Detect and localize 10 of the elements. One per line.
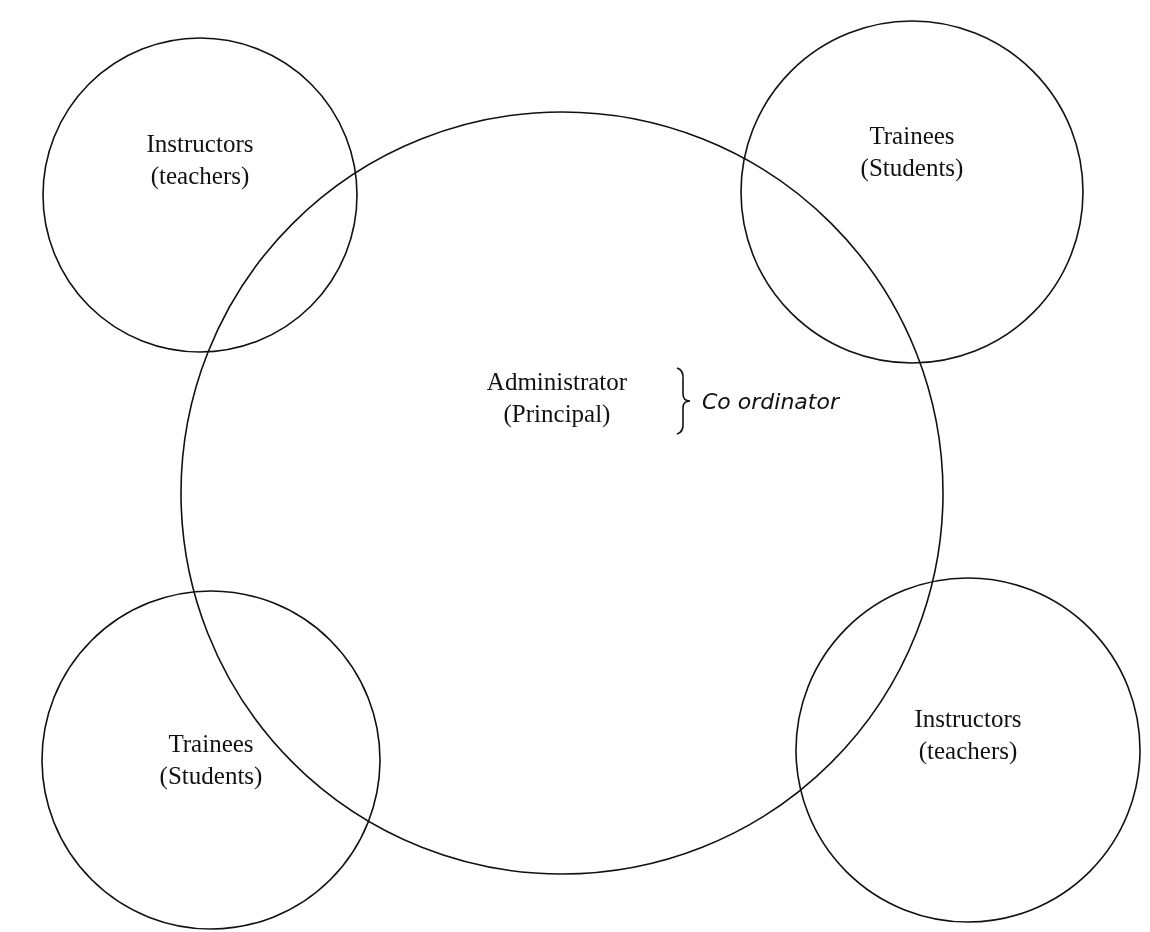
- circle: [740, 20, 1084, 364]
- circle: [41, 590, 381, 930]
- node-label: Instructors (teachers): [146, 129, 254, 191]
- node-label: Trainees (Students): [159, 729, 263, 792]
- node-label: Instructors (teachers): [914, 704, 1022, 766]
- handwritten-note: Co ordinator: [702, 388, 839, 414]
- node-label: Administrator (Principal): [486, 367, 628, 430]
- circle: [795, 577, 1141, 923]
- circle: [42, 37, 358, 353]
- node-label: Trainees (Students): [860, 121, 964, 184]
